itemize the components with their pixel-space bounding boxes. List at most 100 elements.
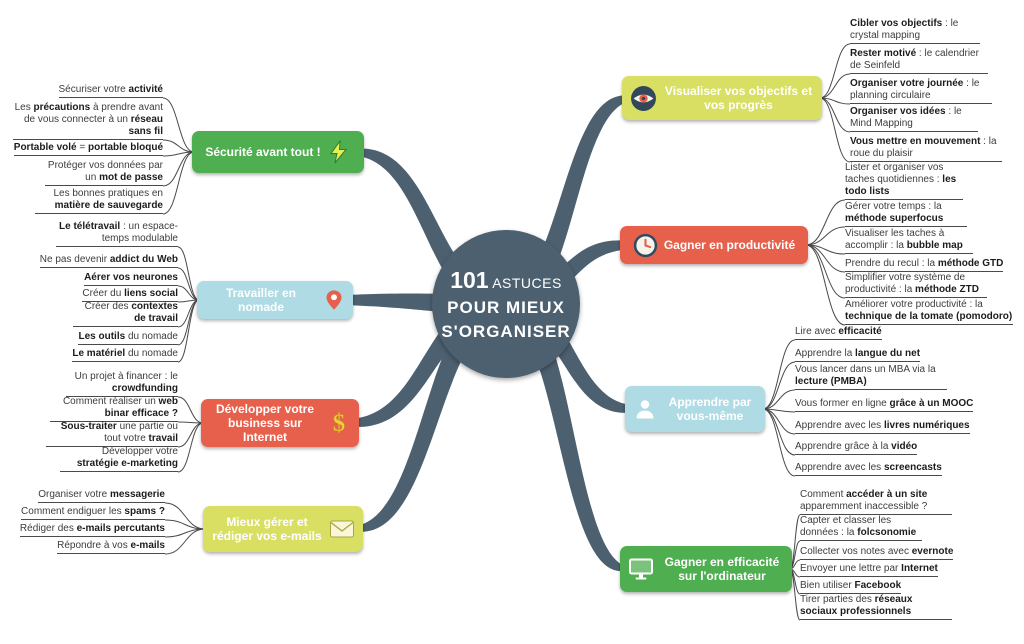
leaf-item[interactable]: Portable volé = portable bloqué [13,142,163,156]
branch-curve-ordinateur [495,299,631,572]
branch-node-visualiser[interactable]: Visualiser vos objectifs et vos progrès [622,76,822,120]
leaf-item[interactable]: Envoyer une lettre par Internet [800,563,938,577]
branch-label: Mieux gérer et rédiger vos e-mails [212,514,322,543]
leaf-connector [819,97,851,133]
leaf-connector [177,267,200,301]
leaf-connector [177,299,200,346]
leaf-connector [762,389,796,410]
branch-curve-apprendre [498,294,635,413]
svg-text:$: $ [333,410,346,437]
branch-curve-visualiser [495,95,635,311]
leaf-item[interactable]: Bien utiliser Facebook [800,580,902,594]
leaf-item[interactable]: Les bonnes pratiques en matière de sauve… [35,188,163,214]
leaf-item[interactable]: Les précautions à prendre avant de vous … [13,102,163,140]
leaf-item[interactable]: Rester motivé : le calendrier de Seinfel… [850,48,988,74]
central-topic-number-label: ASTUCES [492,274,562,291]
leaf-item[interactable]: Sous-traiter une partie ou tout votre tr… [46,421,178,447]
leaf-item[interactable]: Gérer votre temps : la méthode superfocu… [845,201,967,227]
branch-node-productivite[interactable]: Gagner en productivité [620,226,808,264]
leaf-item[interactable]: Prendre du recul : la méthode GTD [845,258,1004,272]
branch-node-nomade[interactable]: Travailler en nomade [197,281,353,319]
leaf-item[interactable]: Organiser votre journée : le planning ci… [850,78,992,104]
leaf-item[interactable]: Collecter vos notes avec evernote [800,546,954,560]
central-topic[interactable]: 101 ASTUCES POUR MIEUX S'ORGANISER [432,230,580,378]
leaf-connector [819,73,851,99]
leaf-item[interactable]: Les outils du nomade [78,331,178,345]
branch-label: Visualiser vos objectifs et vos progrès [664,83,813,112]
leaf-item[interactable]: Apprendre avec les screencasts [795,462,942,476]
leaf-connector [762,361,796,410]
leaf-item[interactable]: Organiser vos idées : le Mind Mapping [850,106,978,132]
leaf-item[interactable]: Organiser votre messagerie [38,489,165,503]
leaf-item[interactable]: Créer des contextes de travail [73,301,178,327]
leaf-connector [762,339,796,410]
leaf-item[interactable]: Créer du liens social [82,288,178,302]
central-topic-line3: S'ORGANISER [441,321,571,341]
branch-label: Travailler en nomade [225,285,297,314]
leaf-item[interactable]: Comment endiguer les spams ? [21,506,165,520]
branch-curve-emails [351,297,516,532]
leaf-item[interactable]: Vous former en ligne grâce à un MOOC [795,398,974,412]
leaf-connector [177,299,200,363]
leaf-item[interactable]: Tirer parties des réseaux sociaux profes… [800,594,952,620]
leaf-item[interactable]: Apprendre grâce à la vidéo [795,441,918,455]
leaf-connector [162,97,195,153]
leaf-item[interactable]: Protéger vos données par un mot de passe [45,160,163,186]
leaf-item[interactable]: Rédiger des e-mails percutants [19,523,165,537]
branch-node-emails[interactable]: Mieux gérer et rédiger vos e-mails [203,506,363,552]
envelope-icon [329,518,355,540]
leaf-connector [819,43,851,99]
leaf-item[interactable]: Améliorer votre productivité : la techni… [845,299,1013,325]
leaf-connector [177,422,204,448]
leaf-item[interactable]: Développer votre stratégie e-marketing [60,446,178,472]
leaf-item[interactable]: Un projet à financer : le crowdfunding [66,371,178,397]
leaf-item[interactable]: Sécuriser votre activité [58,84,163,98]
branch-node-ordinateur[interactable]: Gagner en efficacité sur l'ordinateur [620,546,792,592]
leaf-item[interactable]: Capter et classer les données : la folcs… [800,515,922,541]
monitor-icon [628,557,654,581]
branch-node-business[interactable]: Développer votre business sur Internet $ [201,399,359,447]
leaf-connector [177,422,204,473]
leaf-connector [819,97,851,163]
leaf-connector [177,396,204,424]
leaf-item[interactable]: Vous mettre en mouvement : la roue du pl… [850,136,1002,162]
leaf-connector [164,528,206,555]
branch-curve-business [348,294,514,428]
central-topic-line2: POUR MIEUX [447,297,565,317]
leaf-item[interactable]: Simplifier votre système de productivité… [845,272,987,298]
central-topic-title: 101 ASTUCES [450,267,562,294]
central-topic-number: 101 [450,266,489,293]
map-pin-icon [323,289,345,311]
leaf-item[interactable]: Le télétravail : un espace-temps modulab… [56,221,178,247]
leaf-connector [762,408,796,456]
branch-label: Gagner en productivité [663,237,796,252]
leaf-item[interactable]: Vous lancer dans un MBA via la lecture (… [795,364,947,390]
leaf-item[interactable]: Le matériel du nomade [72,348,178,362]
branch-label: Gagner en efficacité sur l'ordinateur [664,554,780,583]
leaf-item[interactable]: Aérer vos neurones [84,272,178,286]
leaf-item[interactable]: Apprendre la langue du net [795,348,921,362]
leaf-item[interactable]: Comment réaliser un web binar efficace ? [50,396,178,422]
leaf-item[interactable]: Comment accéder à un site apparemment in… [800,489,952,515]
clock-icon [633,233,658,258]
leaf-connector [805,244,846,299]
branch-label: Développer votre business sur Internet [215,401,315,445]
leaf-item[interactable]: Lire avec efficacité [795,326,882,340]
leaf-connector [762,408,796,435]
branch-node-apprendre[interactable]: Apprendre par vous-même [625,386,765,432]
leaf-connector [177,246,200,301]
person-icon [633,397,657,421]
leaf-item[interactable]: Ne pas devenir addict du Web [39,254,178,268]
leaf-item[interactable]: Répondre à vos e-mails [57,540,165,554]
leaf-connector [762,408,796,477]
leaf-item[interactable]: Cibler vos objectifs : le crystal mappin… [850,18,980,44]
branch-curve-securite [352,148,515,313]
leaf-item[interactable]: Apprendre avec les livres numériques [795,420,970,434]
leaf-connector [162,151,195,215]
leaf-item[interactable]: Lister et organiser vos taches quotidien… [845,162,963,200]
leaf-item[interactable]: Visualiser les taches à accomplir : la b… [845,228,973,254]
eye-icon [630,85,657,112]
leaf-connector [805,244,846,326]
branch-node-securite[interactable]: Sécurité avant tout ! [192,131,364,173]
